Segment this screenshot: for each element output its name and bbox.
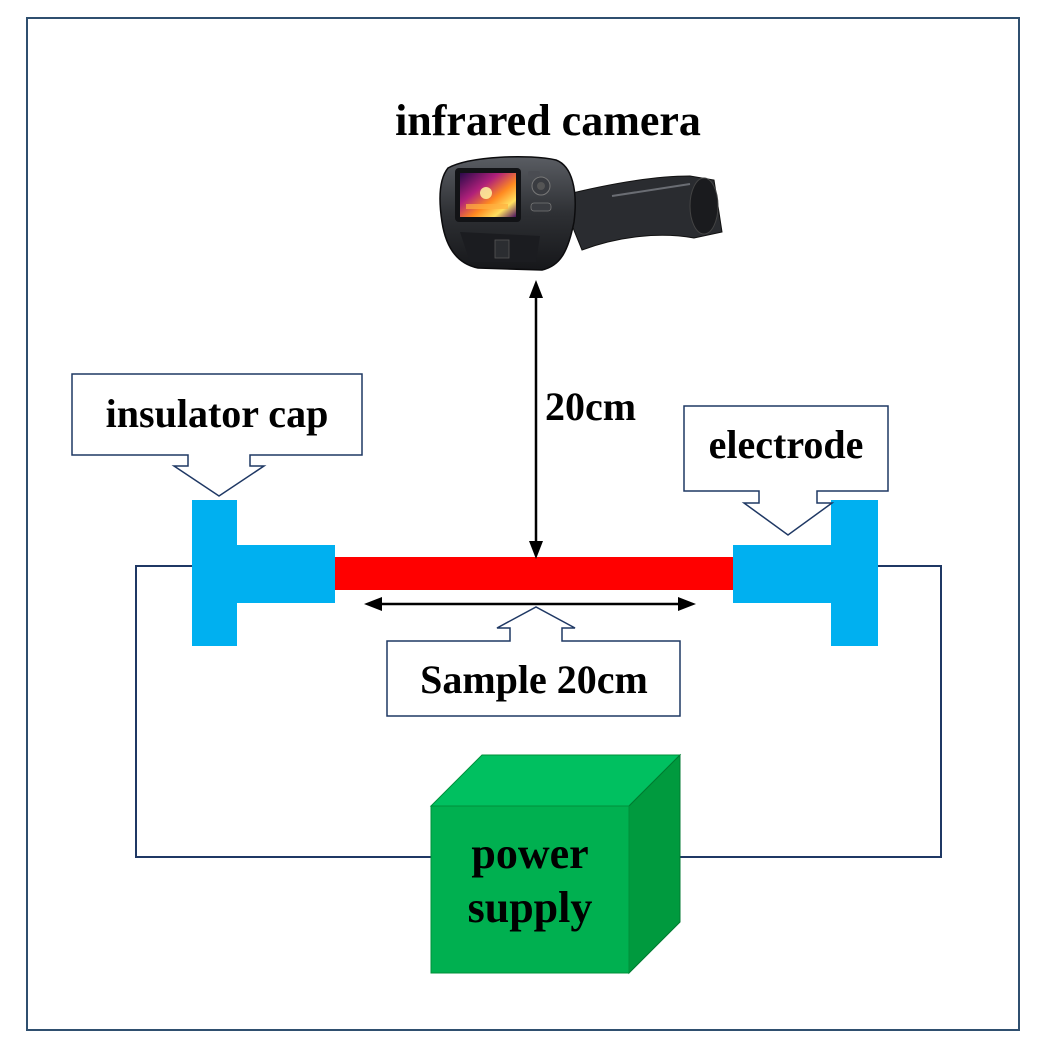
power-supply-front — [430, 805, 630, 974]
wire-left — [135, 565, 433, 858]
insulator-callout-label: insulator cap — [106, 391, 329, 436]
insulator-cap-left — [192, 500, 335, 646]
sample-callout-label: Sample 20cm — [420, 657, 648, 702]
distance-arrow — [529, 280, 543, 559]
insulator-callout: insulator cap — [71, 373, 363, 497]
power-supply-label-line1: power — [471, 829, 588, 878]
thermal-camera-icon — [439, 155, 723, 271]
wire-right — [680, 565, 942, 858]
power-supply: power supply — [429, 753, 682, 975]
sample-callout: Sample 20cm — [386, 606, 681, 717]
power-supply-label-line2: supply — [468, 883, 593, 932]
camera-title: infrared camera — [395, 96, 701, 145]
electrode-right — [733, 500, 878, 646]
sample-length-arrow — [364, 597, 696, 611]
electrode-callout: electrode — [683, 405, 889, 536]
sample-bar — [335, 557, 733, 590]
distance-label: 20cm — [545, 384, 636, 429]
electrode-callout-label: electrode — [709, 422, 864, 467]
